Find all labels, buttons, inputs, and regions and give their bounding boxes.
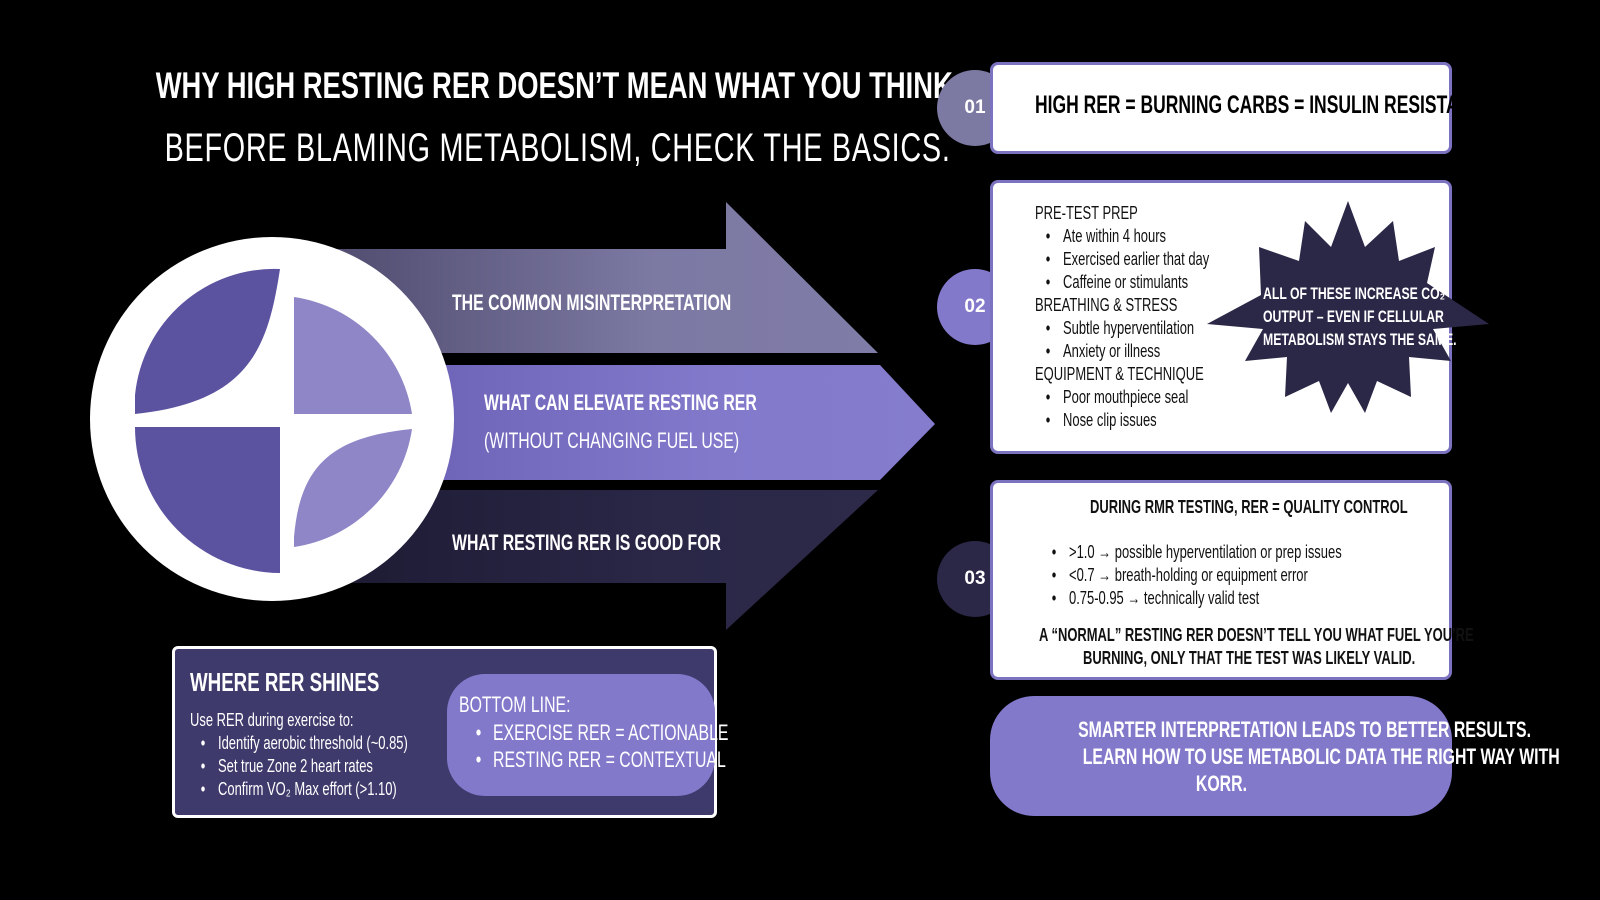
list-item: 0.75-0.95 → technically valid test [1052,587,1259,610]
arrow-elevate [380,365,935,480]
list-item: Exercised earlier that day [1046,248,1210,271]
arrow-label-good-for: WHAT RESTING RER IS GOOD FOR [452,530,721,555]
list-item: RESTING RER = CONTEXTUAL [476,747,726,773]
cta-line: LEARN HOW TO USE METABOLIC DATA THE RIGH… [1082,744,1560,769]
group-heading-equipment: EQUIPMENT & TECHNIQUE [1035,364,1204,384]
where-rer-shines-box: WHERE RER SHINES Use RER during exercise… [172,646,728,818]
arrow-misinterpretation [320,202,878,353]
list-item: <0.7 → breath-holding or equipment error [1052,564,1308,587]
starburst-callout [1207,201,1489,413]
card-misinterpretation: HIGH RER = BURNING CARBS = INSULIN RESIS… [990,62,1496,154]
list-item: Confirm VO₂ Max effort (>1.10) [201,778,397,801]
callout-text: ALL OF THESE INCREASE CO₂ OUTPUT – EVEN … [1235,282,1457,351]
list-item: EXERCISE RER = ACTIONABLE [476,720,729,746]
list-item: Poor mouthpiece seal [1046,386,1189,409]
group-heading-breathing: BREATHING & STRESS [1035,295,1178,315]
arrow-sub-elevate: (WITHOUT CHANGING FUEL USE) [484,428,740,453]
logo-circle [90,237,454,601]
callout-line: OUTPUT – EVEN IF CELLULAR [1263,307,1444,326]
shines-title: WHERE RER SHINES [190,667,380,697]
bottom-line-title: BOTTOM LINE: [459,692,571,717]
quality-footer-line: BURNING, ONLY THAT THE TEST WAS LIKELY V… [1083,648,1416,668]
list-item: Identify aerobic threshold (~0.85) [201,732,408,755]
list-item: Anxiety or illness [1046,340,1161,363]
list-item: Subtle hyperventilation [1046,317,1194,340]
list-item: Ate within 4 hours [1046,225,1166,248]
list-item: Caffeine or stimulants [1046,271,1188,294]
list-item: >1.0 → possible hyperventilation or prep… [1052,541,1342,564]
quality-footer-line: A “NORMAL” RESTING RER DOESN’T TELL YOU … [1039,625,1474,645]
bottom-line-pill: BOTTOM LINE: EXERCISE RER = ACTIONABLE R… [447,674,728,796]
logo-icon [135,268,412,573]
misinterpretation-text: HIGH RER = BURNING CARBS = INSULIN RESIS… [1035,91,1496,119]
list-item: Nose clip issues [1046,409,1157,432]
arrow-label-misinterpretation: THE COMMON MISINTERPRETATION [452,290,732,315]
arrow-good-for [330,490,878,630]
cta-banner: SMARTER INTERPRETATION LEADS TO BETTER R… [990,696,1560,816]
callout-line: METABOLISM STAYS THE SAME. [1263,330,1457,349]
shines-intro: Use RER during exercise to: [190,710,354,730]
quality-heading: DURING RMR TESTING, RER = QUALITY CONTRO… [1090,497,1408,517]
callout-line: ALL OF THESE INCREASE CO₂ [1263,284,1446,303]
arrow-label-elevate: WHAT CAN ELEVATE RESTING RER [484,390,757,415]
list-item: Set true Zone 2 heart rates [201,755,373,778]
card-quality-control: DURING RMR TESTING, RER = QUALITY CONTRO… [990,480,1474,680]
group-heading-pretest: PRE-TEST PREP [1035,203,1138,223]
cta-line: KORR. [1195,771,1247,796]
cta-line: SMARTER INTERPRETATION LEADS TO BETTER R… [1078,717,1531,742]
